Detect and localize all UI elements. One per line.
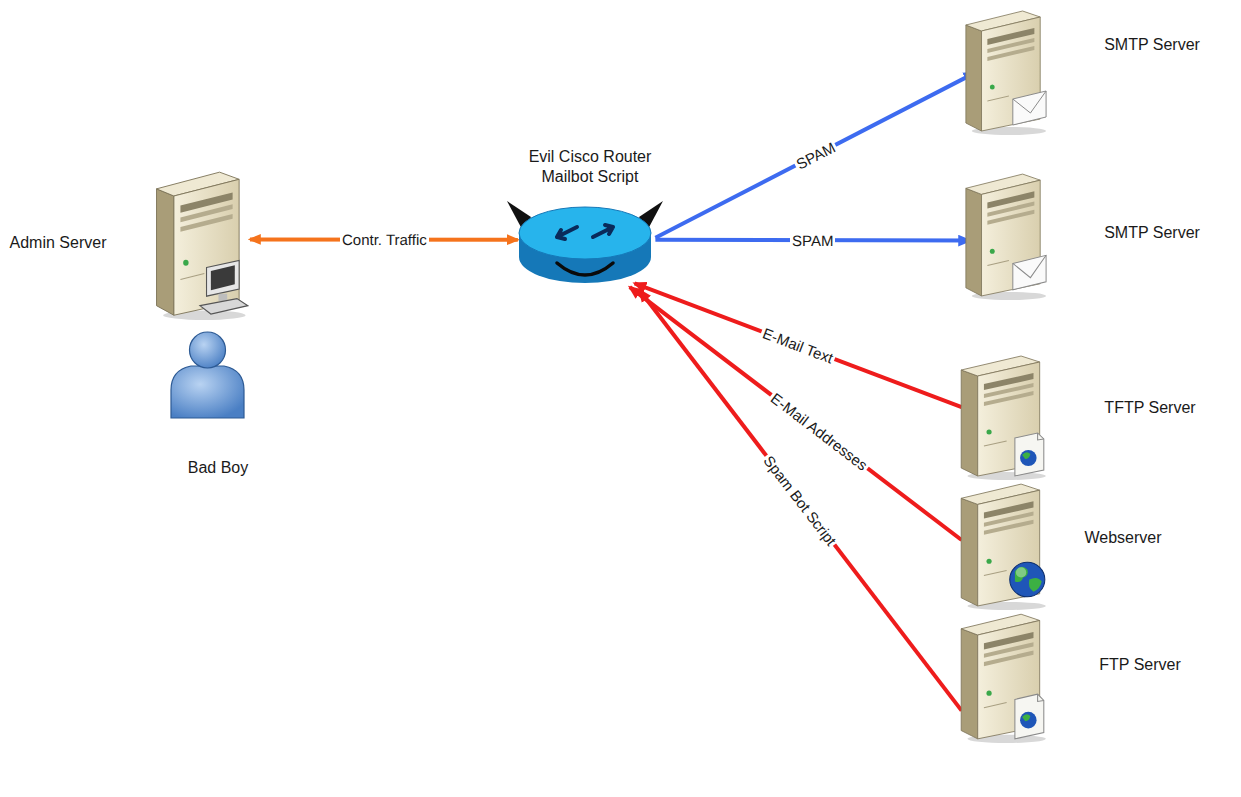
edge-label: SPAM	[790, 232, 835, 249]
router-icon	[505, 195, 665, 290]
node-label: Evil Cisco Router Mailbot Script	[510, 147, 670, 187]
node-label: Webserver	[1084, 528, 1161, 548]
edge-label: Contr. Traffic	[340, 231, 429, 248]
server-icon	[955, 350, 1050, 480]
server-node: Webserver	[955, 478, 1050, 610]
server-icon	[960, 5, 1050, 135]
connector-arrow	[655, 73, 975, 238]
edge-label: E-Mail Text	[759, 324, 838, 367]
router-node: Evil Cisco Router Mailbot Script	[505, 195, 665, 290]
server-node: SMTP Server	[960, 168, 1050, 300]
node-label: Admin Server	[10, 233, 107, 253]
server-node: SMTP Server	[960, 5, 1050, 135]
server-icon	[955, 478, 1050, 610]
person-node: Bad Boy	[165, 330, 250, 420]
server-icon	[955, 608, 1050, 743]
node-label: SMTP Server	[1104, 35, 1200, 55]
person-icon	[165, 330, 250, 420]
edge-label: Spam Bot Script	[760, 451, 842, 551]
node-label: TFTP Server	[1104, 398, 1195, 418]
server-node: TFTP Server	[955, 350, 1050, 480]
server-node: Admin Server	[150, 165, 250, 320]
node-label: FTP Server	[1099, 655, 1181, 675]
server-node: FTP Server	[955, 608, 1050, 743]
node-label: Bad Boy	[188, 458, 248, 478]
node-label: SMTP Server	[1104, 223, 1200, 243]
edge-label: SPAM	[791, 137, 839, 173]
server-icon	[960, 168, 1050, 300]
server-icon	[150, 165, 250, 320]
connector-arrow	[639, 290, 961, 711]
